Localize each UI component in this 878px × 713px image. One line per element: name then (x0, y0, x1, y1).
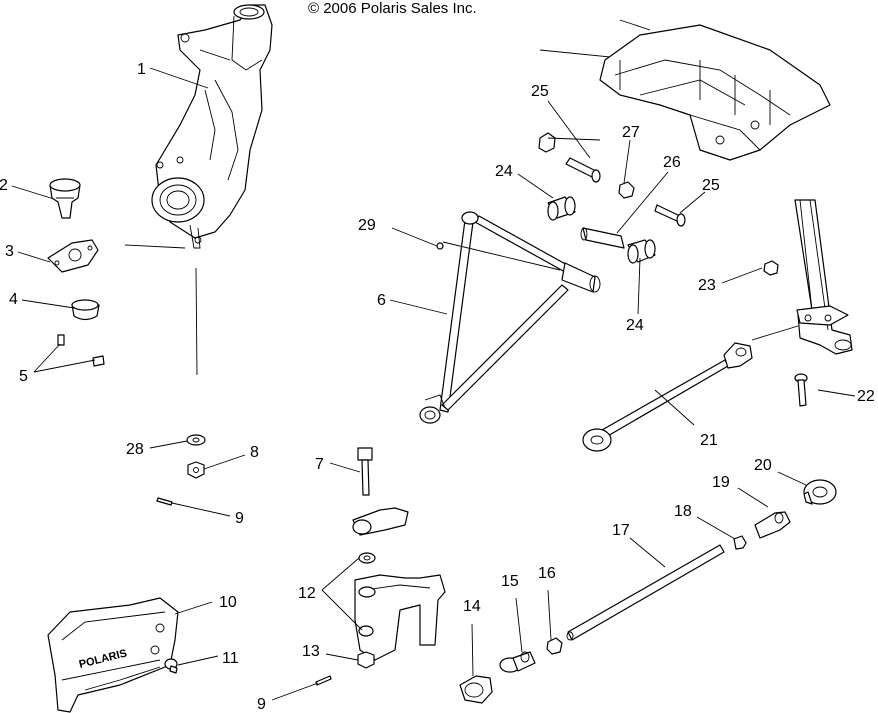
callout-9-lower: 9 (257, 696, 266, 713)
steering-post (794, 199, 853, 355)
callout-18: 18 (674, 503, 692, 520)
cotter-pin-lower (315, 675, 332, 686)
callout-24-lower: 24 (626, 317, 644, 334)
jam-nut-16 (546, 637, 563, 655)
adjuster-sleeve (459, 675, 493, 704)
bolt-22 (794, 373, 808, 407)
callout-14: 14 (463, 598, 481, 615)
callout-13: 13 (302, 643, 320, 660)
bolt-pair (57, 334, 105, 367)
bolt-25-upper (538, 132, 601, 183)
callout-labels: 1 2 3 4 5 6 7 8 9 9 10 11 12 13 14 15 16… (0, 61, 875, 713)
retainer-plate (47, 239, 99, 273)
callout-11: 11 (222, 650, 239, 667)
frame-section (539, 19, 831, 161)
grease-fitting (436, 242, 444, 250)
tie-rod-end-15 (499, 651, 536, 673)
callout-3: 3 (5, 243, 14, 260)
callout-9-upper: 9 (235, 510, 244, 527)
callout-1: 1 (137, 61, 146, 78)
callout-16: 16 (538, 565, 556, 582)
bushing-24-upper (547, 196, 576, 221)
callout-22: 22 (857, 388, 875, 405)
nut-23 (763, 260, 779, 276)
callout-25-upper: 25 (531, 83, 549, 100)
callout-24-upper: 24 (495, 163, 513, 180)
callout-25-lower: 25 (702, 177, 720, 194)
callout-2: 2 (0, 177, 8, 194)
washer-12 (358, 552, 376, 564)
callout-21: 21 (700, 432, 718, 449)
leader-lines (11, 67, 856, 701)
cotter-pin-upper (156, 497, 173, 506)
callout-19: 19 (712, 474, 730, 491)
callout-20: 20 (754, 457, 772, 474)
callout-12: 12 (298, 585, 316, 602)
screw-11 (164, 658, 178, 674)
ball-joint (49, 178, 81, 219)
bolt-7 (357, 447, 373, 496)
upper-tie-rod (582, 342, 753, 452)
callout-8: 8 (250, 444, 259, 461)
callout-4: 4 (9, 291, 18, 308)
a-arm (419, 211, 601, 424)
callout-6: 6 (377, 292, 386, 309)
pivot-sleeve (580, 227, 625, 249)
bolt-25-lower (654, 204, 686, 227)
tie-rod-end-19 (754, 511, 791, 539)
copyright-notice: © 2006 Polaris Sales Inc. (308, 0, 477, 17)
nut-8 (187, 461, 205, 479)
dust-cap (71, 299, 100, 321)
nut-27 (618, 181, 635, 199)
callout-17: 17 (612, 522, 630, 539)
callout-27: 27 (622, 124, 640, 141)
tie-rod (566, 544, 725, 641)
callout-7: 7 (315, 456, 324, 473)
nut-13 (357, 651, 375, 669)
callout-23: 23 (698, 277, 716, 294)
washer-28 (186, 434, 206, 446)
callout-28: 28 (126, 441, 144, 458)
jam-nut-18 (733, 535, 747, 550)
rod-end-20 (803, 479, 837, 505)
steering-arm-assembly (352, 507, 446, 661)
callout-5: 5 (19, 368, 28, 385)
callout-10: 10 (219, 594, 237, 611)
bushing-24-lower (627, 239, 656, 264)
callout-26: 26 (663, 154, 681, 171)
callout-15: 15 (501, 573, 519, 590)
callout-29: 29 (358, 217, 376, 234)
skid-guard: POLARIS (47, 597, 179, 713)
spindle-knuckle (151, 4, 273, 249)
